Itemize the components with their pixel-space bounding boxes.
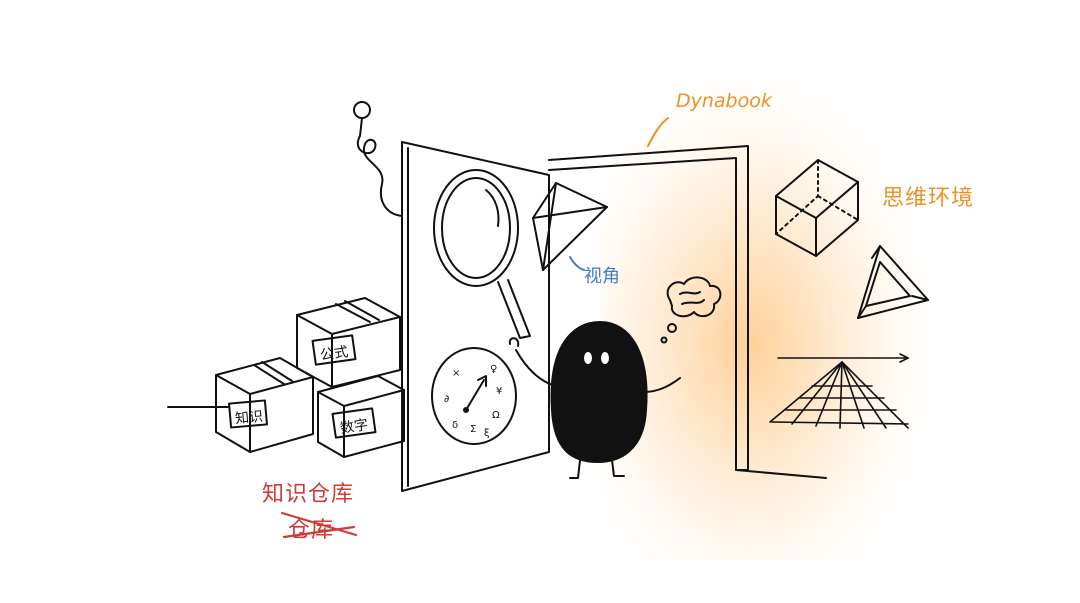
- svg-text:¥: ¥: [496, 386, 502, 397]
- box-numbers: [317, 375, 405, 458]
- impossible-triangle-icon: [857, 245, 929, 319]
- perspective-label: 视角: [584, 266, 620, 287]
- magnifying-glass-icon: [433, 169, 531, 339]
- thinking-environment-label: 思维环境: [882, 186, 975, 211]
- box-knowledge-label: 知识: [234, 408, 264, 428]
- svg-text:×: ×: [452, 368, 460, 379]
- brain-thought-bubble-icon: [660, 276, 722, 344]
- box-formula: [296, 297, 401, 388]
- cube-icon: [775, 159, 859, 257]
- diamond-icon: [532, 182, 608, 271]
- box-numbers-label: 数字: [339, 417, 370, 437]
- svg-text:∂: ∂: [444, 394, 449, 405]
- dynabook-pointer: [647, 117, 669, 147]
- clock-dial-icon: × ♀ ¥ ∂ Ω Σ δ ξ: [431, 347, 517, 445]
- dynabook-door-frame: [548, 145, 827, 479]
- strike-through-mark: [280, 511, 358, 539]
- perspective-pointer: [569, 256, 585, 271]
- svg-text:♀: ♀: [490, 364, 497, 375]
- svg-text:Σ: Σ: [470, 424, 476, 435]
- svg-text:δ: δ: [452, 420, 458, 431]
- svg-text:ξ: ξ: [484, 428, 490, 439]
- character: [508, 321, 681, 479]
- knowledge-warehouse-label: 知识仓库: [262, 482, 355, 507]
- box-formula-label: 公式: [319, 344, 350, 364]
- box-knowledge: [215, 357, 314, 453]
- open-door: [353, 101, 550, 492]
- dynabook-label: Dynabook: [676, 90, 772, 112]
- perspective-grid-icon: [769, 353, 909, 429]
- svg-text:Ω: Ω: [492, 410, 500, 421]
